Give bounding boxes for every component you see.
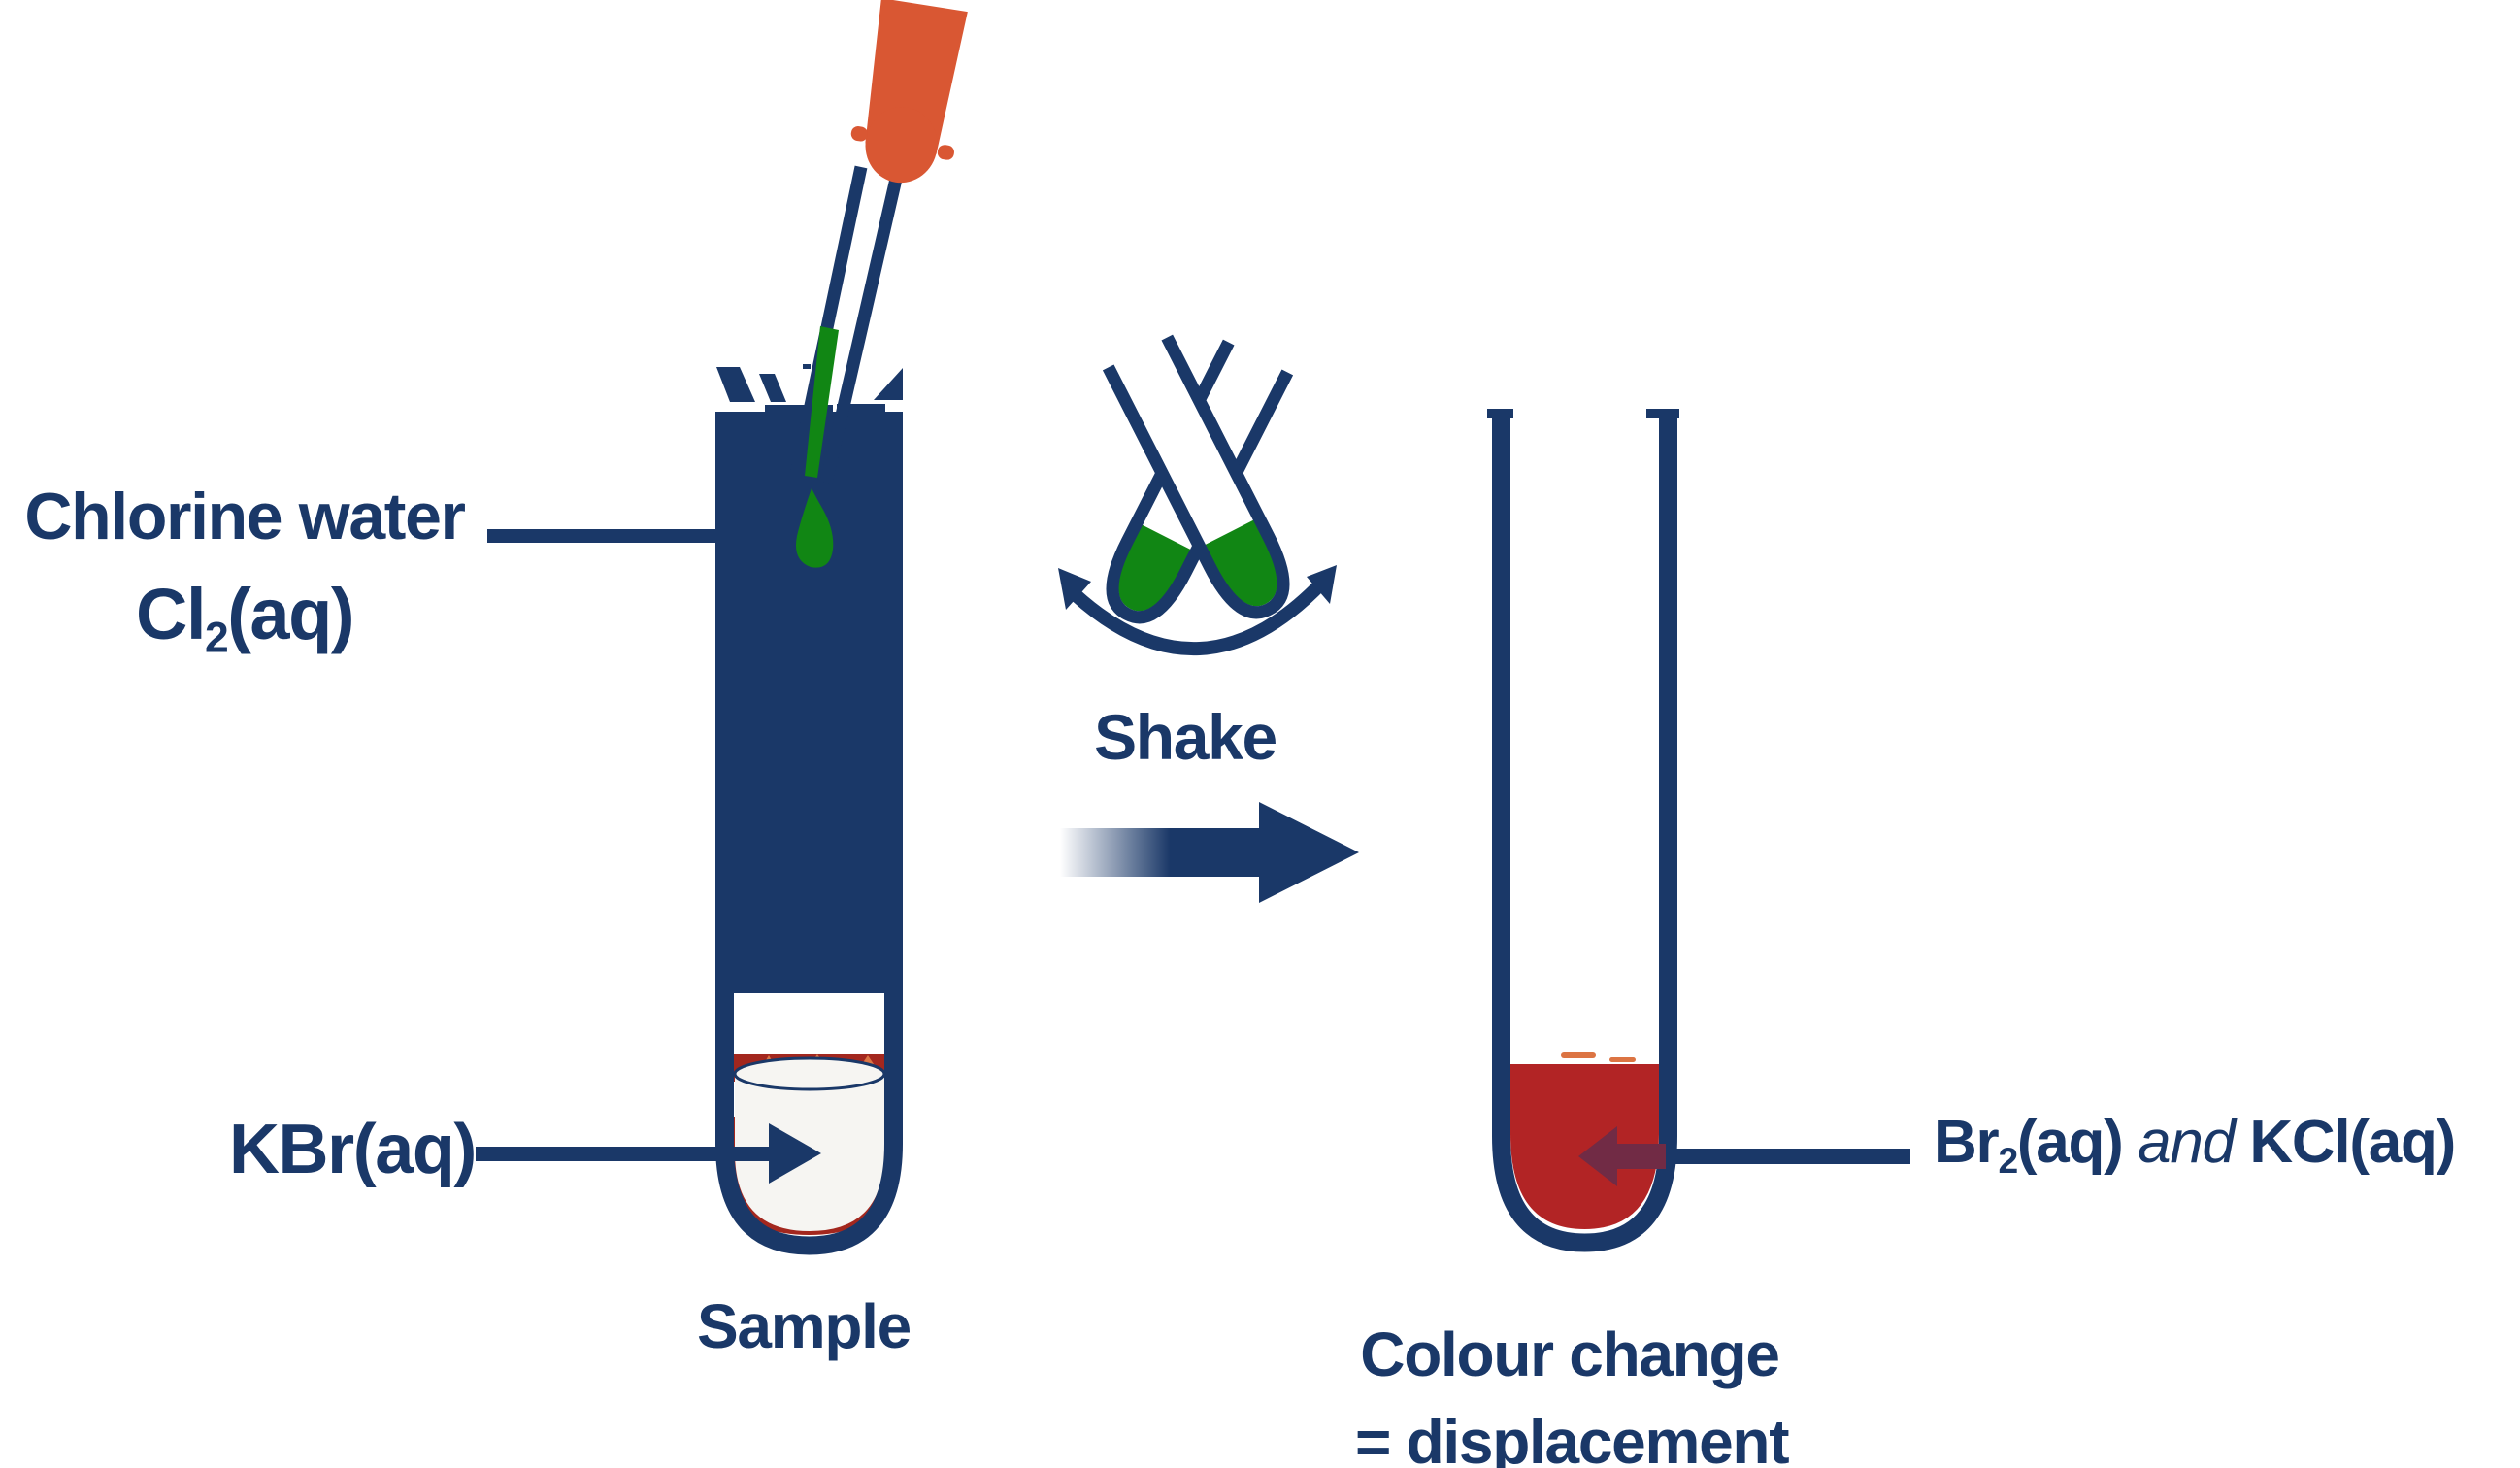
tube-right-outline [1492, 411, 1677, 1252]
dropper-icon [787, 0, 968, 568]
colour-change-caption: Colour change = displacement [1355, 1319, 1790, 1468]
tube-left-outline [715, 988, 903, 1255]
kbr-meniscus [733, 1056, 886, 1091]
transform-arrow-icon [1060, 802, 1359, 903]
falling-drop [795, 488, 834, 568]
shake-label: Shake [1094, 701, 1277, 773]
product-liquid [1510, 1064, 1659, 1229]
shake-icon [1058, 334, 1337, 655]
kbr-label: KBr(aq) [229, 1111, 477, 1188]
chlorine-pointer-line [487, 529, 726, 543]
dropper-green-liquid [805, 326, 839, 478]
product-pointer-arrow [1578, 1126, 1910, 1186]
test-tube-right [1487, 409, 1910, 1252]
chlorine-formula-label: Cl2(aq) [136, 574, 354, 662]
chlorine-water-label: Chlorine water [24, 480, 466, 553]
shake-arc [1070, 578, 1328, 655]
kbr-pointer-arrow [476, 1123, 821, 1184]
dropper-bulb [850, 0, 968, 184]
sample-caption: Sample [697, 1291, 912, 1361]
